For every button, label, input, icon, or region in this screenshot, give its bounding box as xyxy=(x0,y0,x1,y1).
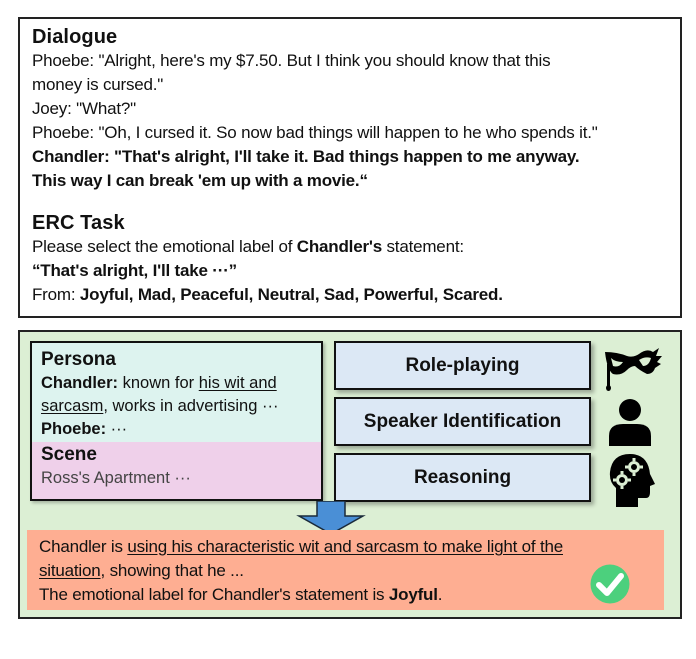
scene-section: Scene Ross's Apartment ··· xyxy=(32,442,321,499)
chandler-trait: sarcasm xyxy=(41,397,104,415)
result-rationale: using his characteristic wit and sarcasm… xyxy=(127,537,563,556)
down-arrow-icon xyxy=(296,501,366,535)
result-line-2: situation, showing that he ... xyxy=(39,559,652,583)
erc-task-heading: ERC Task xyxy=(32,212,125,234)
result-rationale: situation xyxy=(39,561,101,580)
persona-chandler-cont: sarcasm, works in advertising ··· xyxy=(41,395,312,418)
dialogue-task-panel: Dialogue Phoebe: "Alright, here's my $7.… xyxy=(18,17,682,318)
from-label: From: xyxy=(32,285,80,304)
prompt-suffix: statement: xyxy=(381,237,464,256)
dialogue-line: Phoebe: "Alright, here's my $7.50. But I… xyxy=(32,51,551,70)
phoebe-label: Phoebe: xyxy=(41,420,107,438)
dialogue-line-target: This way I can break 'em up with a movie… xyxy=(32,171,368,190)
result-line-1: Chandler is using his characteristic wit… xyxy=(39,535,652,559)
result-text: , showing that he ... xyxy=(100,561,244,580)
persona-phoebe: Phoebe: ··· xyxy=(41,418,312,441)
prompt-prefix: Please select the emotional label of xyxy=(32,237,297,256)
task-role-playing: Role-playing xyxy=(334,341,591,390)
erc-task-quote: “That's alright, I'll take ···” xyxy=(32,261,237,280)
task-speaker-identification: Speaker Identification xyxy=(334,397,591,446)
chandler-label: Chandler: xyxy=(41,374,119,392)
erc-task-prompt: Please select the emotional label of Cha… xyxy=(32,235,668,259)
reasoning-result-box: Chandler is using his characteristic wit… xyxy=(27,530,664,610)
persona-scene-box: Persona Chandler: known for his wit and … xyxy=(30,341,323,501)
dialogue-line: money is cursed." xyxy=(32,75,164,94)
prompt-speaker: Chandler's xyxy=(296,237,382,256)
dialogue-line: Joey: "What?" xyxy=(32,99,136,118)
result-line-3: The emotional label for Chandler's state… xyxy=(39,583,652,607)
result-text: . xyxy=(437,585,443,604)
result-text: The emotional label for Chandler's state… xyxy=(39,585,389,604)
predicted-label: Joyful xyxy=(388,585,438,604)
emotion-options: Joyful, Mad, Peaceful, Neutral, Sad, Pow… xyxy=(79,285,503,304)
scene-heading: Scene xyxy=(41,444,97,465)
result-text: Chandler is xyxy=(39,537,128,556)
persona-chandler: Chandler: known for his wit and xyxy=(41,372,312,395)
phoebe-text: ··· xyxy=(106,420,128,438)
dialogue-line-target: Chandler: "That's alright, I'll take it.… xyxy=(32,147,580,166)
chandler-text: , works in advertising ··· xyxy=(103,397,279,415)
chandler-trait: his wit and xyxy=(198,374,277,392)
persona-section: Persona Chandler: known for his wit and … xyxy=(32,343,321,442)
dialogue-line: Phoebe: "Oh, I cursed it. So now bad thi… xyxy=(32,123,598,142)
chandler-text: known for xyxy=(118,374,199,392)
check-circle-icon xyxy=(590,564,630,604)
mask-icon xyxy=(605,348,662,391)
persona-heading: Persona xyxy=(41,349,116,370)
erc-task-options: From: Joyful, Mad, Peaceful, Neutral, Sa… xyxy=(32,283,668,307)
scene-text: Ross's Apartment ··· xyxy=(41,469,191,487)
dialogue-heading: Dialogue xyxy=(32,26,118,48)
head-gears-icon xyxy=(609,454,655,507)
person-icon xyxy=(609,399,651,446)
task-reasoning: Reasoning xyxy=(334,453,591,502)
